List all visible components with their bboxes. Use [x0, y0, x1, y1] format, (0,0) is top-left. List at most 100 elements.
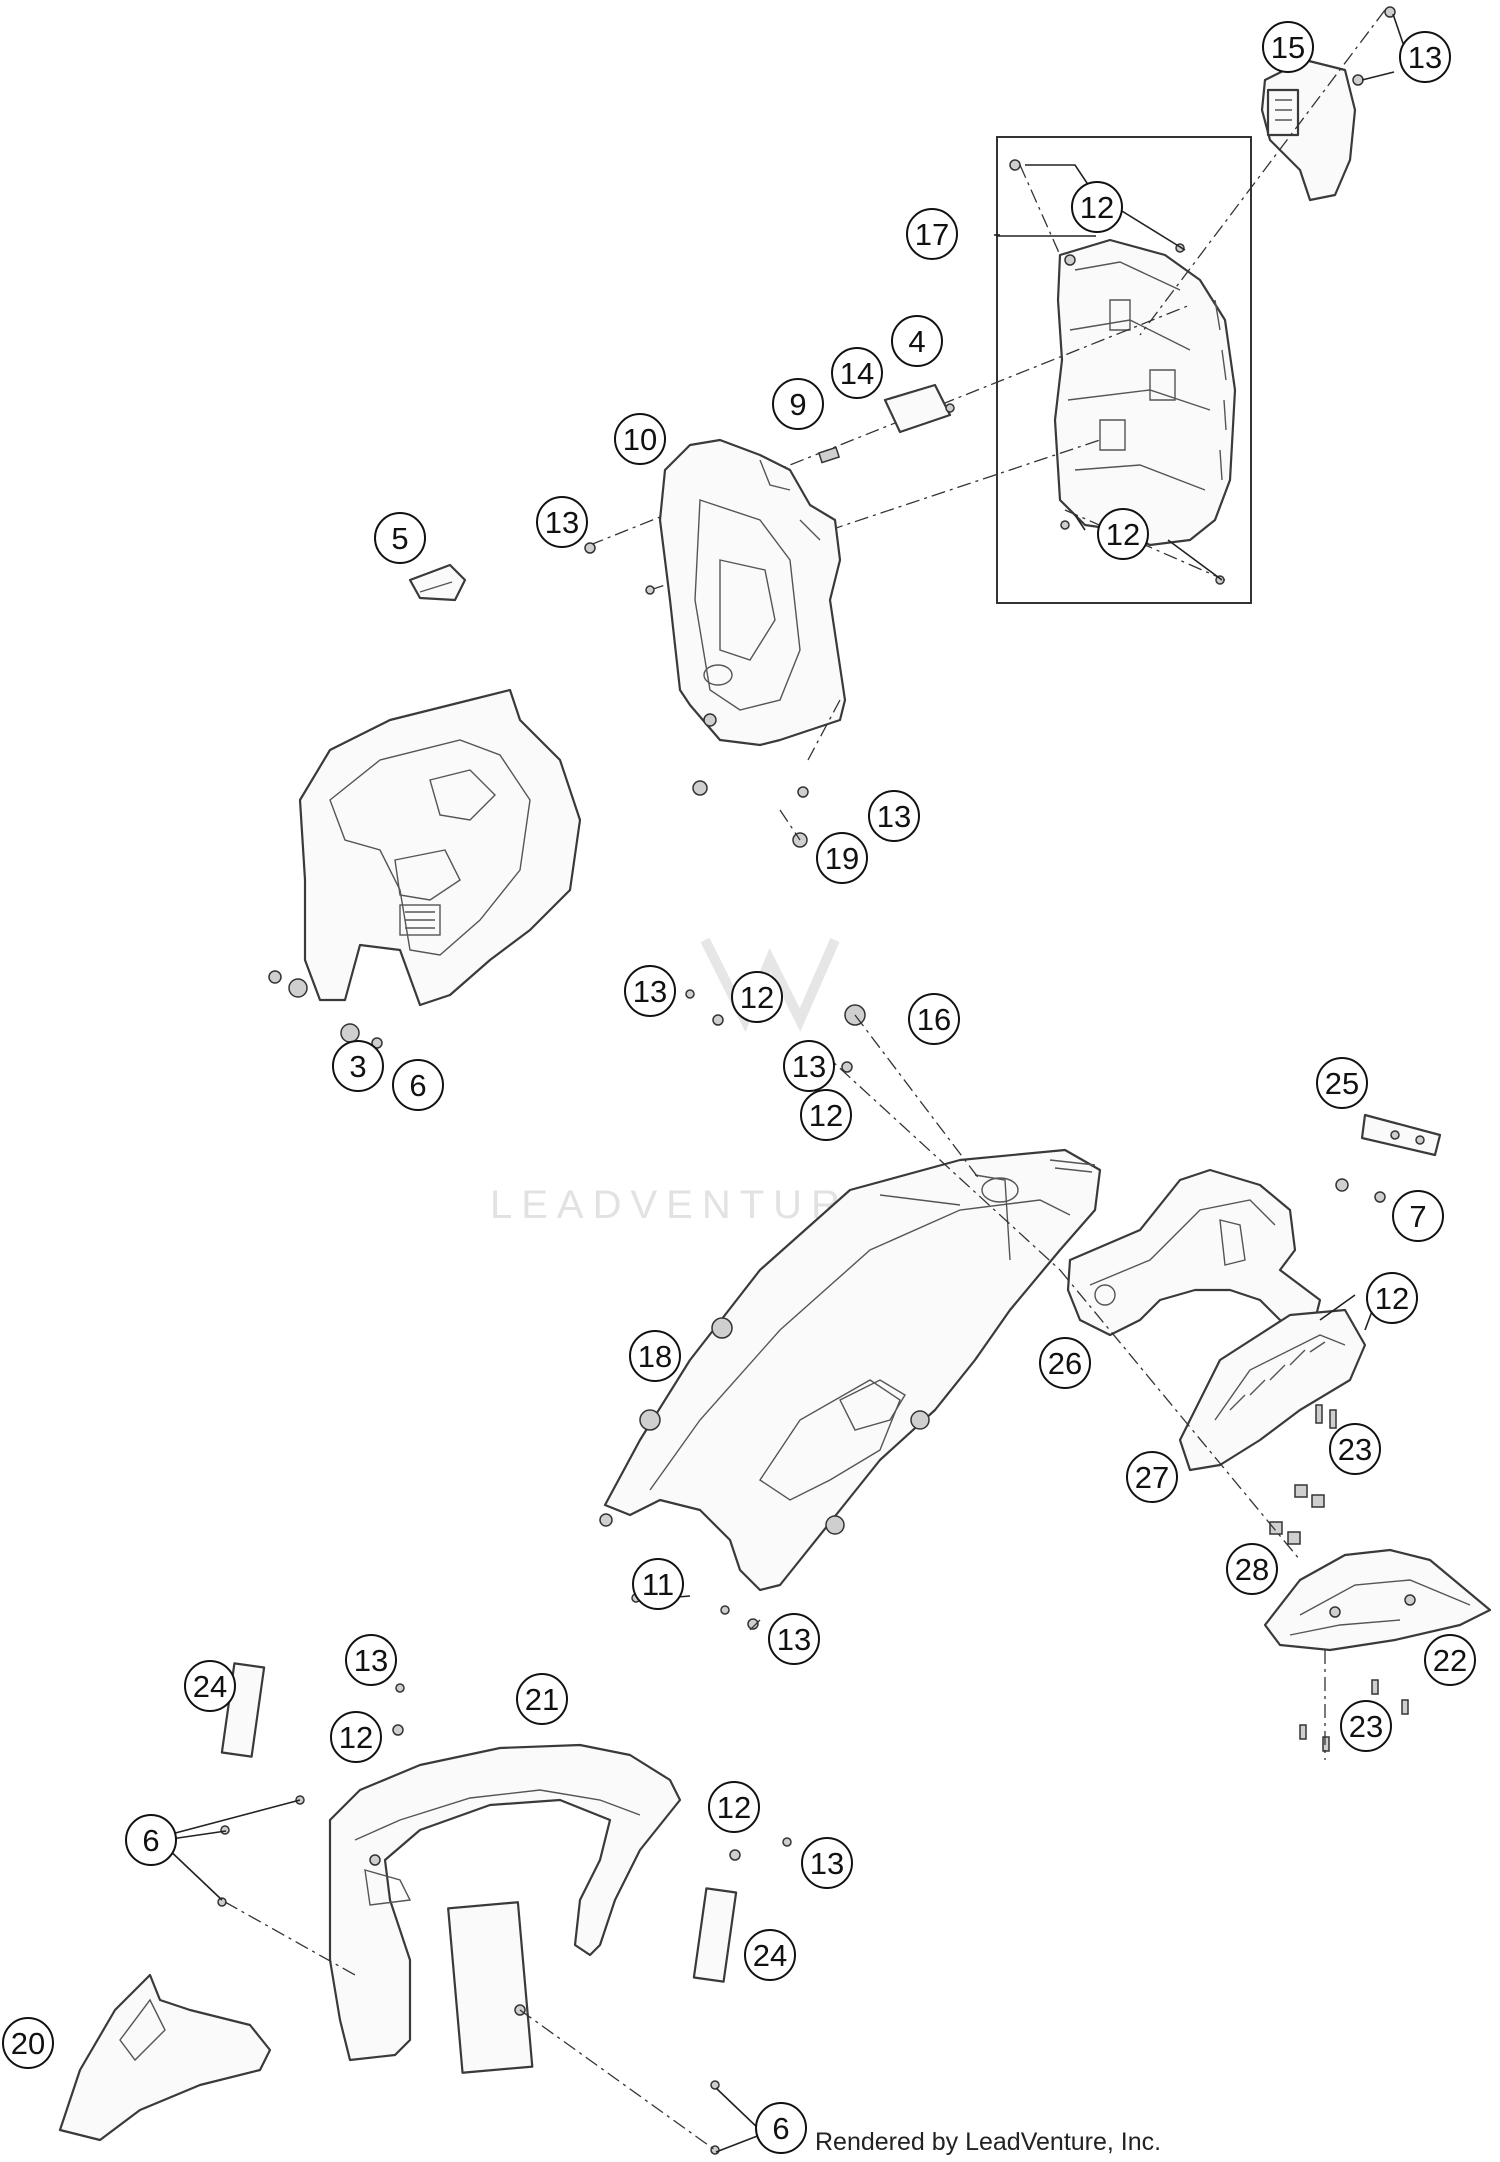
callout-circle — [1226, 1543, 1278, 1595]
callout-circle — [629, 1330, 681, 1382]
reflector-part-24b — [692, 1887, 738, 1983]
callout-c25: 25 — [1316, 1057, 1368, 1109]
callout-c10: 10 — [614, 413, 666, 465]
callout-c24b: 24 — [744, 1929, 796, 1981]
callout-circle — [1126, 1451, 1178, 1503]
callout-c22: 22 — [1424, 1634, 1476, 1686]
callout-c13f: 13 — [768, 1613, 820, 1665]
callout-c24a: 24 — [184, 1660, 236, 1712]
callout-c19: 19 — [816, 832, 868, 884]
callout-label: 12 — [809, 1098, 843, 1133]
callout-label: 12 — [1106, 517, 1140, 552]
callout-circle — [374, 512, 426, 564]
callout-circle — [125, 1814, 177, 1866]
callout-c23b: 23 — [1340, 1700, 1392, 1752]
callout-c20: 20 — [2, 2017, 54, 2069]
callout-label: 13 — [354, 1643, 388, 1678]
callout-label: 13 — [777, 1622, 811, 1657]
watermark: LEADVENTURE — [490, 937, 885, 1227]
callout-circle — [908, 993, 960, 1045]
callout-label: 6 — [772, 2111, 789, 2146]
callout-circle — [906, 208, 958, 260]
callout-c13g: 13 — [345, 1634, 397, 1686]
callout-c13h: 13 — [801, 1837, 853, 1889]
callout-circle — [783, 1040, 835, 1092]
callout-label: 3 — [349, 1049, 366, 1084]
callout-circle — [1399, 31, 1451, 83]
callout-circle — [1366, 1272, 1418, 1324]
headlight-mask-frame-part-10 — [658, 438, 847, 747]
front-fender-part-21 — [328, 1743, 682, 2074]
taillight-part-27 — [1178, 1308, 1367, 1472]
callout-c13d: 13 — [624, 965, 676, 1017]
seat-tray-part-18 — [599, 1148, 1102, 1592]
callout-circle — [755, 2102, 807, 2154]
callout-label: 23 — [1338, 1432, 1372, 1467]
callout-circle — [632, 1558, 684, 1610]
callout-circle — [800, 1089, 852, 1141]
callout-label: 10 — [623, 422, 657, 457]
callout-circle — [708, 1781, 760, 1833]
callout-c13a: 13 — [1399, 31, 1451, 83]
callout-label: 16 — [917, 1002, 951, 1037]
callout-label: 18 — [638, 1339, 672, 1374]
callout-c13b: 13 — [536, 496, 588, 548]
callout-c12c: 12 — [731, 971, 783, 1023]
nuts-part-28 — [1269, 1484, 1325, 1545]
callout-c18: 18 — [629, 1330, 681, 1382]
callout-circle — [831, 347, 883, 399]
callout-label: 9 — [789, 387, 806, 422]
assembly-17-frame — [996, 136, 1252, 604]
callout-c6a: 6 — [392, 1059, 444, 1111]
callout-label: 15 — [1271, 30, 1305, 65]
callout-label: 13 — [877, 799, 911, 834]
callout-circle — [1071, 181, 1123, 233]
headlight-mask-part — [298, 688, 582, 1007]
taillight-bracket-part-26 — [1066, 1168, 1322, 1337]
callout-c4: 4 — [891, 315, 943, 367]
callout-circle — [536, 496, 588, 548]
callout-circle — [1329, 1423, 1381, 1475]
callout-label: 13 — [633, 974, 667, 1009]
callout-c12a: 12 — [1071, 181, 1123, 233]
callout-label: 12 — [1080, 190, 1114, 225]
callout-label: 27 — [1135, 1460, 1169, 1495]
callout-circle — [2, 2017, 54, 2069]
callout-circle — [744, 1929, 796, 1981]
callout-label: 13 — [545, 505, 579, 540]
callout-label: 19 — [825, 841, 859, 876]
callout-c21: 21 — [516, 1673, 568, 1725]
callout-c6b: 6 — [125, 1814, 177, 1866]
callout-circle — [1097, 508, 1149, 560]
rendered-by-credit: Rendered by LeadVenture, Inc. — [815, 2128, 1161, 2156]
callout-c15: 15 — [1262, 21, 1314, 73]
callout-label: 14 — [840, 356, 874, 391]
callout-c12e: 12 — [1366, 1272, 1418, 1324]
callout-c16: 16 — [908, 993, 960, 1045]
callout-label: 26 — [1048, 1346, 1082, 1381]
callout-c27: 27 — [1126, 1451, 1178, 1503]
plate-part-25 — [1360, 1113, 1442, 1157]
callout-label: 13 — [810, 1846, 844, 1881]
callout-label: 23 — [1349, 1709, 1383, 1744]
callout-label: 25 — [1325, 1066, 1359, 1101]
callout-label: 13 — [792, 1049, 826, 1084]
cover-part-5 — [408, 563, 467, 602]
washer-part-7b — [1374, 1191, 1386, 1203]
callout-label: 20 — [11, 2026, 45, 2061]
callout-circle — [1392, 1190, 1444, 1242]
callout-label: 4 — [908, 324, 925, 359]
callout-circle — [816, 832, 868, 884]
callout-label: 7 — [1409, 1199, 1426, 1234]
callout-label: 12 — [1375, 1281, 1409, 1316]
callout-circle — [392, 1059, 444, 1111]
callout-label: 24 — [193, 1669, 227, 1704]
callout-label: 12 — [717, 1790, 751, 1825]
callout-circle — [772, 378, 824, 430]
callout-circle — [768, 1613, 820, 1665]
callout-circle — [868, 790, 920, 842]
watermark-text: LEADVENTURE — [490, 1183, 885, 1227]
headlight-bracket-part — [1053, 238, 1237, 547]
